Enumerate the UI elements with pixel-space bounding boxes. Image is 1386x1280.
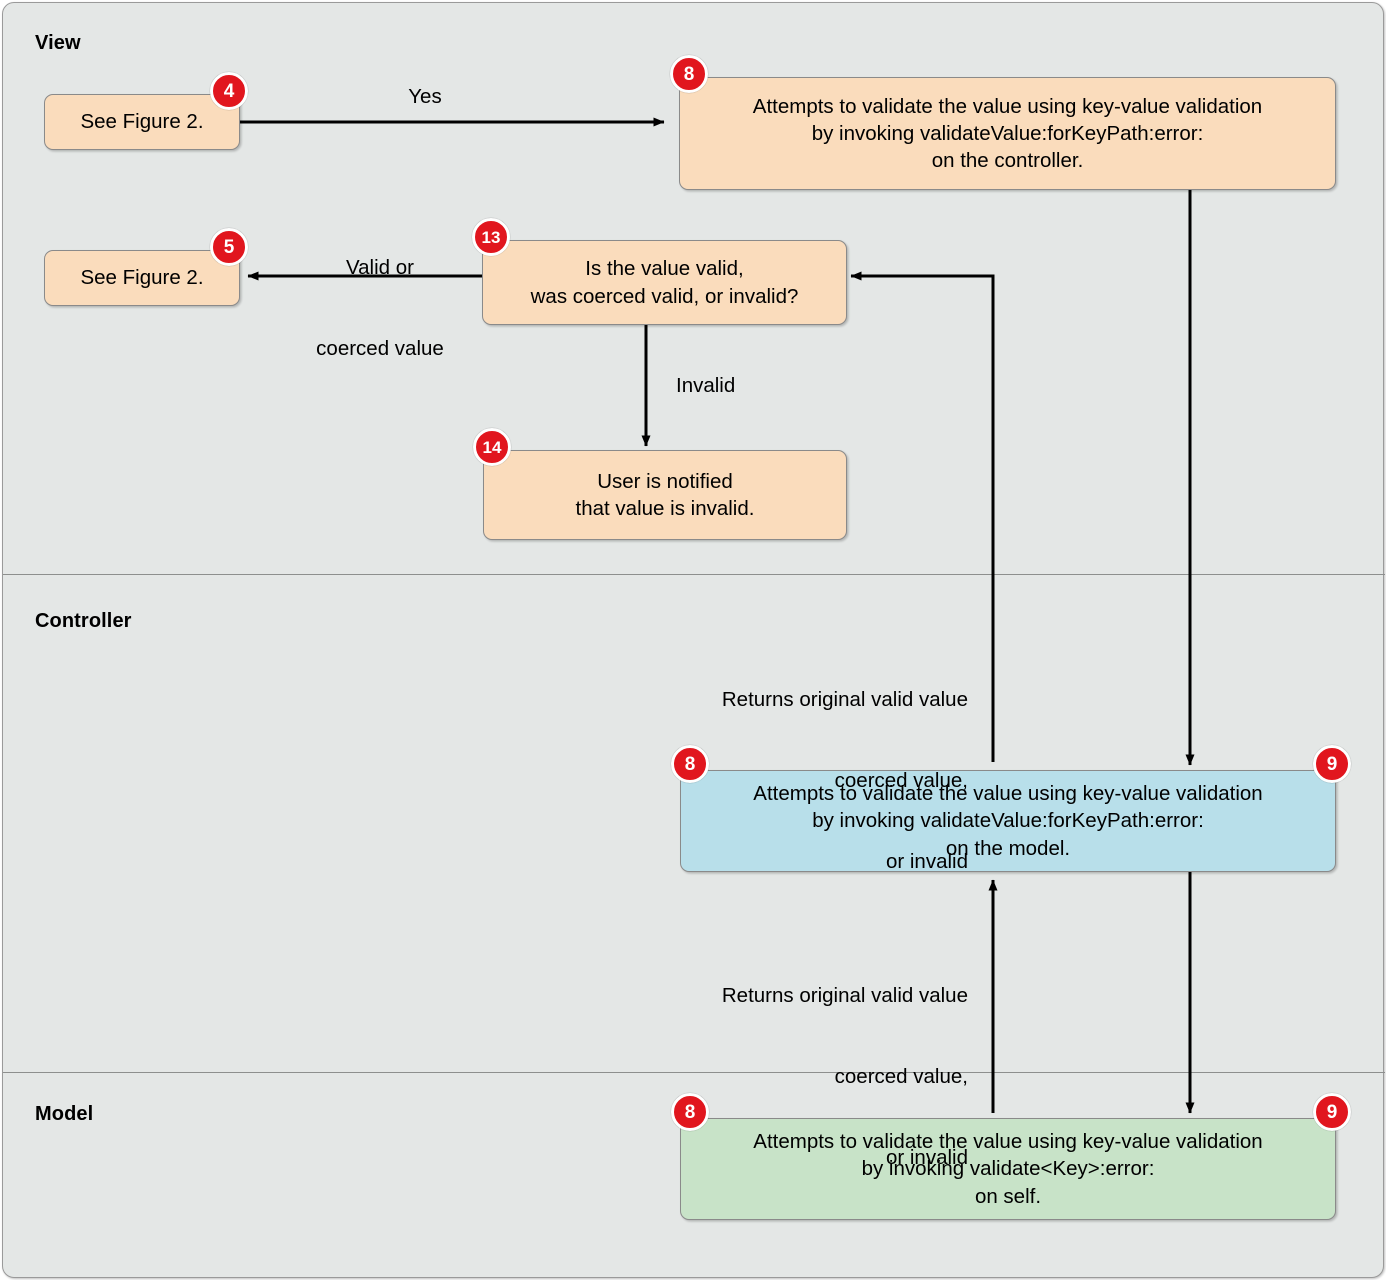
node-model-validate[interactable]: Attempts to validate the value using key… — [680, 1118, 1336, 1220]
node-user-notified[interactable]: User is notified that value is invalid. — [483, 450, 847, 540]
node-text-line-2: by invoking validateValue:forKeyPath:err… — [811, 121, 1204, 145]
step-badge-8-view: 8 — [670, 55, 708, 93]
step-badge-5: 5 — [210, 228, 248, 266]
edge-label-line-1: Valid or — [346, 256, 414, 280]
node-controller-validate[interactable]: Attempts to validate the value using key… — [680, 770, 1336, 872]
node-text-line-1: Attempts to validate the value using key… — [752, 94, 1263, 118]
edge-label-line-2: coerced value, — [834, 1065, 968, 1089]
node-text-line-2: that value is invalid. — [575, 497, 755, 520]
edge-label-line-3: or invalid — [885, 850, 968, 874]
edge-label-valid-or-coerced: Valid or coerced value — [280, 200, 480, 416]
node-text-line-3: on self. — [974, 1184, 1042, 1208]
edge-label-line-3: or invalid — [885, 1146, 968, 1170]
lane-label-controller: Controller — [35, 610, 132, 632]
node-text-line-1: Is the value valid, — [585, 257, 744, 281]
edge-controllervalidate-returns-to-isvalid — [850, 271, 995, 762]
edge-label-yes: Yes — [408, 85, 442, 108]
step-badge-14: 14 — [473, 428, 511, 466]
node-text-line-3: on the model. — [945, 836, 1071, 860]
node-text-line-1: Attempts to validate the value using key… — [753, 782, 1263, 806]
step-badge-4: 4 — [210, 72, 248, 110]
node-text-line-1: User is notified — [597, 469, 733, 493]
edge-label-invalid: Invalid — [676, 374, 736, 397]
step-badge-9-model: 9 — [1313, 1093, 1351, 1131]
lane-divider-view-controller — [3, 574, 1385, 575]
edge-label-line-2: coerced value, — [834, 769, 968, 793]
edge-label-returns-model: Returns original valid value coerced val… — [613, 928, 968, 1226]
node-text: See Figure 2. — [80, 266, 204, 290]
step-badge-13: 13 — [472, 218, 510, 256]
lane-divider-controller-model — [3, 1072, 1385, 1073]
edge-label-line-2: coerced value — [316, 337, 444, 361]
node-see-figure-2-top[interactable]: See Figure 2. — [44, 94, 240, 150]
step-badge-9-controller: 9 — [1313, 745, 1351, 783]
node-is-value-valid[interactable]: Is the value valid, was coerced valid, o… — [482, 240, 847, 325]
edge-label-returns-controller: Returns original valid value coerced val… — [613, 632, 968, 930]
lane-label-model: Model — [35, 1103, 94, 1125]
lane-label-view: View — [35, 32, 81, 54]
step-badge-8-model: 8 — [671, 1093, 709, 1131]
edge-label-line-1: Returns original valid value — [721, 688, 968, 712]
node-text: See Figure 2. — [80, 110, 204, 134]
node-text-line-3: on the controller. — [931, 149, 1084, 173]
step-badge-8-controller: 8 — [671, 745, 709, 783]
node-text-line-2: was coerced valid, or invalid? — [530, 284, 799, 308]
node-see-figure-2-bottom[interactable]: See Figure 2. — [44, 250, 240, 306]
node-text-line-1: Attempts to validate the value using key… — [753, 1130, 1263, 1154]
node-text-line-2: by invoking validateValue:forKeyPath:err… — [812, 809, 1204, 833]
edge-label-line-1: Returns original valid value — [721, 984, 968, 1008]
node-text-line-2: by invoking validate<Key>:error: — [861, 1157, 1155, 1181]
node-view-validate[interactable]: Attempts to validate the value using key… — [679, 77, 1336, 190]
